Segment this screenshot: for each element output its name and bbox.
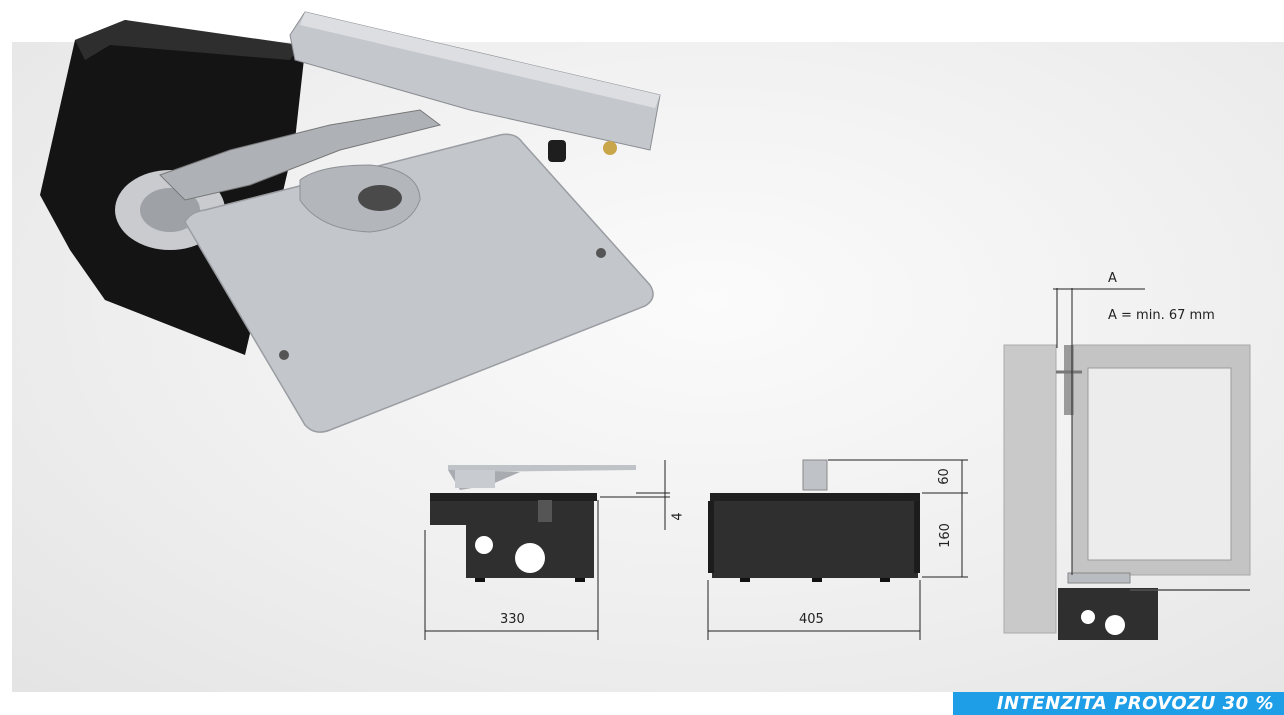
front-side-right bbox=[914, 501, 920, 573]
side-foot-1 bbox=[475, 578, 485, 582]
front-side-left bbox=[708, 501, 714, 573]
side-box bbox=[430, 501, 594, 578]
housing-rim bbox=[75, 20, 300, 60]
install-hole-large bbox=[1105, 615, 1125, 635]
cover-plate-hole bbox=[358, 185, 402, 211]
gate-hinge-top bbox=[1064, 345, 1074, 415]
side-view-drawing bbox=[424, 460, 670, 640]
cover-plate bbox=[184, 133, 654, 433]
side-screw bbox=[538, 500, 552, 522]
front-foot-2 bbox=[812, 578, 822, 582]
front-view-drawing bbox=[707, 459, 968, 640]
bracket-key bbox=[548, 140, 566, 162]
installation-drawing bbox=[1003, 288, 1251, 640]
duty-cycle-banner-text: INTENZITA PROVOZU 30 % bbox=[996, 693, 1274, 714]
dim-330-label: 330 bbox=[500, 612, 525, 627]
front-bracket bbox=[802, 459, 828, 491]
side-foot-2 bbox=[575, 578, 585, 582]
duty-cycle-banner: INTENZITA PROVOZU 30 % bbox=[953, 692, 1284, 715]
dim-160-label: 160 bbox=[937, 523, 953, 548]
front-box bbox=[712, 501, 918, 578]
cover-screw-left bbox=[279, 350, 289, 360]
motor-product-illustration bbox=[40, 11, 661, 433]
front-foot-3 bbox=[880, 578, 890, 582]
install-hole-small bbox=[1081, 610, 1095, 624]
dim-a-label: A bbox=[1108, 271, 1117, 286]
dim-4-label: 4 bbox=[670, 512, 686, 521]
cover-screw-right bbox=[596, 248, 606, 258]
front-foot-1 bbox=[740, 578, 750, 582]
dim-405-label: 405 bbox=[799, 612, 824, 627]
side-hole-large bbox=[515, 543, 545, 573]
dim-a-min-label: A = min. 67 mm bbox=[1108, 308, 1215, 323]
install-box bbox=[1058, 588, 1158, 640]
install-bracket bbox=[1067, 572, 1131, 584]
front-top-rim bbox=[710, 493, 920, 501]
lever-arm bbox=[159, 109, 442, 201]
top-bracket-face bbox=[300, 12, 660, 108]
gate-panel bbox=[1087, 367, 1232, 561]
side-top-rim bbox=[430, 493, 597, 501]
bracket-bolt bbox=[603, 141, 617, 155]
dim-60-label: 60 bbox=[936, 468, 952, 485]
wall-pillar bbox=[1003, 344, 1057, 634]
side-bracket bbox=[455, 470, 495, 488]
side-hole-small bbox=[475, 536, 493, 554]
